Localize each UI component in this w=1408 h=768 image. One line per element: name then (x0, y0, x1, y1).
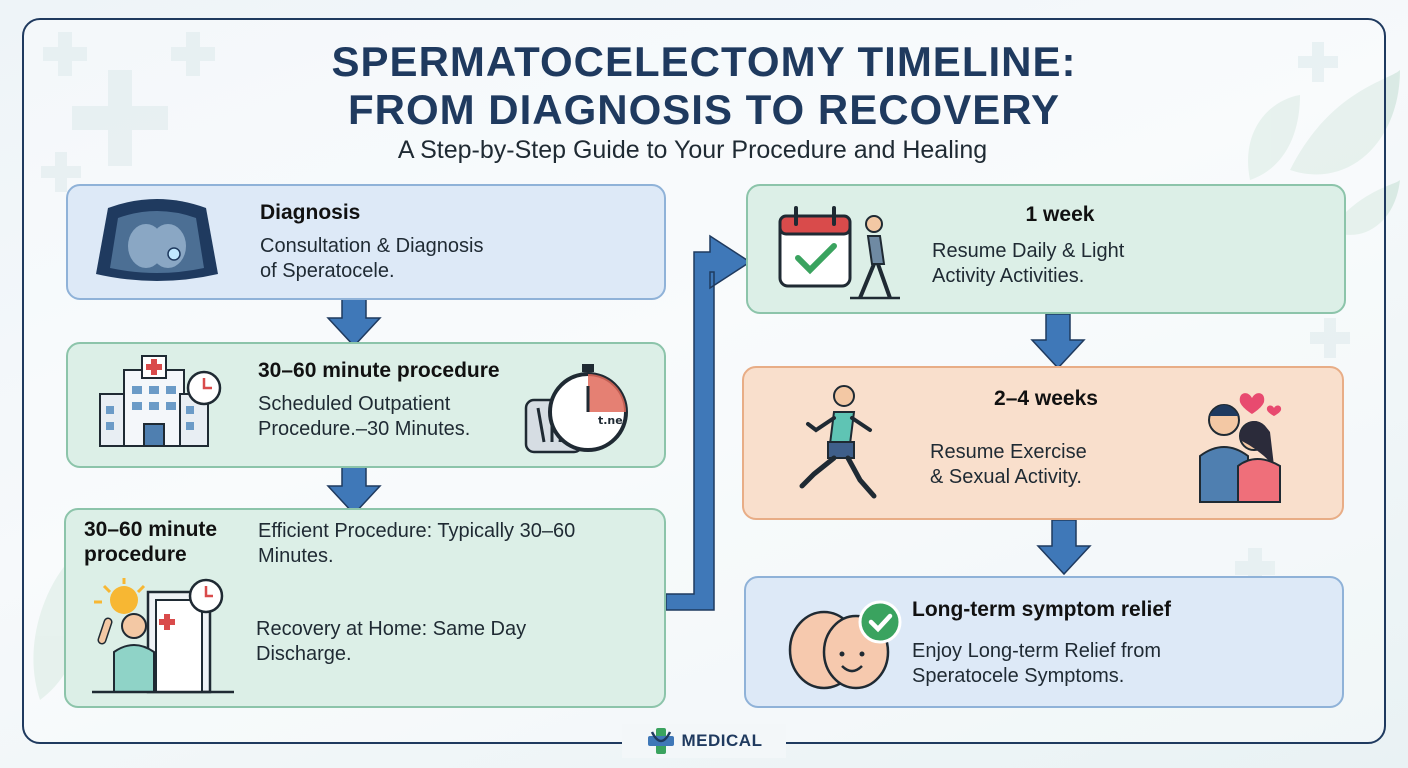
page-title-line1: SPERMATOCELECTOMY TIMELINE: (331, 38, 1077, 85)
procedure-title: 30–60 minute procedure (258, 359, 500, 382)
recovery-line3: Recovery at Home: Same Day (256, 618, 527, 640)
diagnosis-line2: of Speratocele. (260, 260, 395, 282)
recovery-title-line2: procedure (84, 543, 187, 566)
long-term-line1: Enjoy Long-term Relief from (912, 640, 1161, 662)
diagnosis-title: Diagnosis (260, 201, 361, 224)
step-card-1-week (746, 184, 1346, 314)
arrow-down-1 (326, 291, 382, 348)
stopwatch-icon: t.ne (524, 364, 628, 454)
page-title-line2: FROM DIAGNOSIS TO RECOVERY (347, 86, 1061, 133)
arrow-down-3 (1030, 313, 1086, 370)
2-4-weeks-line2: & Sexual Activity. (930, 466, 1082, 488)
long-term-title: Long-term symptom relief (912, 598, 1172, 621)
long-term-line2: Speratocele Symptoms. (912, 665, 1125, 687)
footer-brand: MEDICAL (622, 724, 786, 758)
recovery-title-line1: 30–60 minute (84, 518, 218, 541)
arrow-down-4 (1036, 519, 1092, 576)
hospital-icon (99, 355, 222, 447)
medical-logo-icon (647, 728, 674, 754)
recovery-line4: Discharge. (256, 643, 352, 665)
happy-relief-icon (788, 600, 902, 690)
ultrasound-icon (96, 199, 218, 281)
connector-arrow (665, 234, 752, 611)
1-week-line2: Activity Activities. (932, 265, 1085, 287)
discharge-icon (92, 578, 234, 694)
procedure-line2: Procedure.–30 Minutes. (258, 418, 471, 440)
couple-hearts-icon (1199, 393, 1282, 503)
footer-brand-text: MEDICAL (681, 731, 763, 750)
1-week-line1: Resume Daily & Light (932, 240, 1125, 262)
page-subtitle: A Step-by-Step Guide to Your Procedure a… (397, 136, 988, 164)
2-4-weeks-line1: Resume Exercise (930, 441, 1087, 463)
calendar-icon (778, 206, 900, 300)
stopwatch-label: t.ne (598, 414, 623, 427)
procedure-line1: Scheduled Outpatient (258, 393, 451, 415)
diagnosis-line1: Consultation & Diagnosis (260, 235, 484, 257)
arrow-down-2 (326, 459, 382, 516)
runner-icon (799, 385, 877, 499)
recovery-line2: Minutes. (258, 545, 334, 567)
1-week-title: 1 week (1025, 203, 1095, 226)
recovery-line1: Efficient Procedure: Typically 30–60 (258, 520, 576, 542)
2-4-weeks-title: 2–4 weeks (994, 387, 1098, 410)
